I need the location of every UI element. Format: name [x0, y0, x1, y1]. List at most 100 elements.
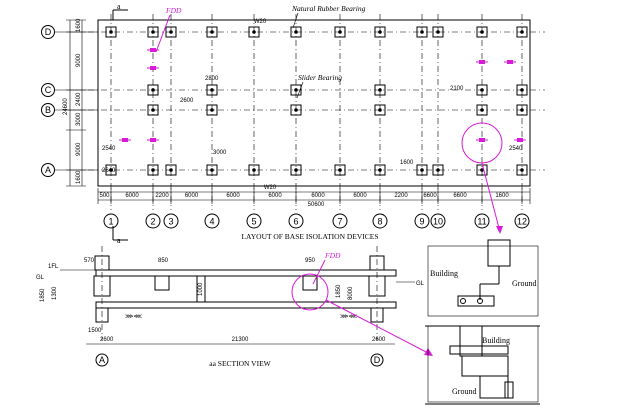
detail-top-damper — [457, 295, 495, 307]
bottom-dim-ticks — [97, 188, 531, 204]
section-mid-bearing-2 — [302, 275, 318, 291]
section-pedestal-d — [368, 275, 386, 297]
column-axis-label: 11 — [477, 217, 486, 227]
bearing-device — [476, 104, 488, 116]
slider-callout: Slider Bearing — [298, 73, 342, 82]
bearing-center — [378, 108, 382, 112]
bearing-center — [252, 168, 256, 172]
section-dim-1850: 1850 — [40, 288, 46, 302]
section-axis-label-d: D — [374, 355, 381, 365]
bearing-center — [294, 168, 298, 172]
bearing-center — [378, 88, 382, 92]
column-axis-label: 8 — [377, 217, 382, 227]
bearing-device — [290, 164, 302, 176]
bearing-device — [248, 164, 260, 176]
bearing-center — [210, 88, 214, 92]
bearing-device — [476, 84, 488, 96]
interior-dim-label: 2800 — [205, 76, 219, 82]
bearing-device — [206, 104, 218, 116]
bearing-center — [151, 168, 155, 172]
bearing-device — [416, 26, 428, 38]
row-axis-label: A — [45, 165, 51, 175]
bearing-center — [210, 30, 214, 34]
section-pile-d — [370, 307, 384, 323]
bearing-device — [147, 164, 159, 176]
interior-dim-label: 2540 — [509, 146, 523, 152]
level-gl-right: GL — [416, 281, 425, 287]
bearing-device — [516, 104, 528, 116]
detail-bottom-building-label: Building — [482, 336, 510, 345]
highlight-circle-section — [291, 273, 329, 311]
bearing-center — [210, 168, 214, 172]
bearing-device — [165, 164, 177, 176]
column-axis-label: 10 — [433, 217, 443, 227]
detail-top-building-label: Building — [430, 269, 458, 278]
bottom-dim-label: 6000 — [226, 193, 240, 199]
column-axis-bubble — [103, 213, 119, 229]
plan-title: LAYOUT OF BASE ISOLATION DEVICES — [241, 232, 378, 241]
section-title: aa SECTION VIEW — [209, 359, 271, 368]
bearing-center — [151, 30, 155, 34]
bearing-device — [516, 84, 528, 96]
bearing-center — [109, 30, 113, 34]
highlight-arrow-plan — [481, 162, 501, 233]
row-axis-label: D — [45, 27, 52, 37]
detail-top-ground-label: Ground — [512, 279, 536, 288]
interior-dim-label: 3000 — [213, 150, 227, 156]
column-axis-bubble — [145, 213, 161, 229]
detail-bottom-device — [461, 355, 509, 377]
column-axis-bubble — [332, 213, 348, 229]
bottom-dim-label: 1600 — [495, 193, 509, 199]
column-axis-bubble — [204, 213, 220, 229]
bearing-center — [151, 108, 155, 112]
row-axis-bubble — [41, 103, 55, 117]
bearing-device — [248, 26, 260, 38]
section-mark-label-top: a — [117, 2, 121, 11]
left-dim-label: 9000 — [76, 53, 82, 67]
bearing-device — [105, 26, 117, 38]
bearing-device — [334, 164, 346, 176]
bearing-center — [252, 30, 256, 34]
bearing-device — [334, 26, 346, 38]
section-axis-bubble-a — [95, 353, 109, 367]
column-axis-label: 12 — [517, 217, 527, 227]
bearing-device — [516, 164, 528, 176]
bearing-center — [151, 88, 155, 92]
left-dim-label: 3000 — [76, 112, 82, 126]
bottom-dim-label: 500 — [99, 193, 110, 199]
bearing-center — [378, 30, 382, 34]
section-pedestal-a — [93, 275, 111, 297]
bearing-center — [420, 168, 424, 172]
bearing-device — [290, 84, 302, 96]
plan-outline — [97, 19, 531, 187]
bearing-device — [374, 104, 386, 116]
left-dim-label: 1600 — [76, 170, 82, 184]
section-dim-950: 950 — [305, 258, 316, 264]
interior-dim-label: 2640 — [102, 168, 116, 174]
column-axis-bubble — [430, 213, 446, 229]
bearing-device — [147, 26, 159, 38]
slider-leader — [296, 81, 304, 99]
section-wall — [196, 275, 206, 303]
soil-hatch-2: ⋙⋘ — [340, 314, 358, 320]
column-axis-bubble — [288, 213, 304, 229]
bearing-center — [378, 168, 382, 172]
bearing-device — [206, 84, 218, 96]
bearing-center — [338, 30, 342, 34]
section-view: ⋙⋘ ⋙⋘ A D 2600 21300 2600 570 850 950 18… — [36, 246, 433, 368]
bearing-center — [480, 168, 484, 172]
section-dim-2600-left: 2600 — [100, 337, 114, 343]
bottom-dim-label: 6000 — [311, 193, 325, 199]
detail-top-pin-1 — [460, 298, 466, 304]
bearing-device — [206, 164, 218, 176]
column-axis-label: 1 — [108, 217, 113, 227]
bearing-center — [436, 168, 440, 172]
bearing-center — [169, 30, 173, 34]
left-dim-ticks — [66, 19, 86, 187]
bottom-dim-label: 2200 — [394, 193, 408, 199]
bearing-device — [432, 164, 444, 176]
section-dim-2600-right: 2600 — [372, 337, 386, 343]
bottom-dim-label: 6600 — [423, 193, 437, 199]
